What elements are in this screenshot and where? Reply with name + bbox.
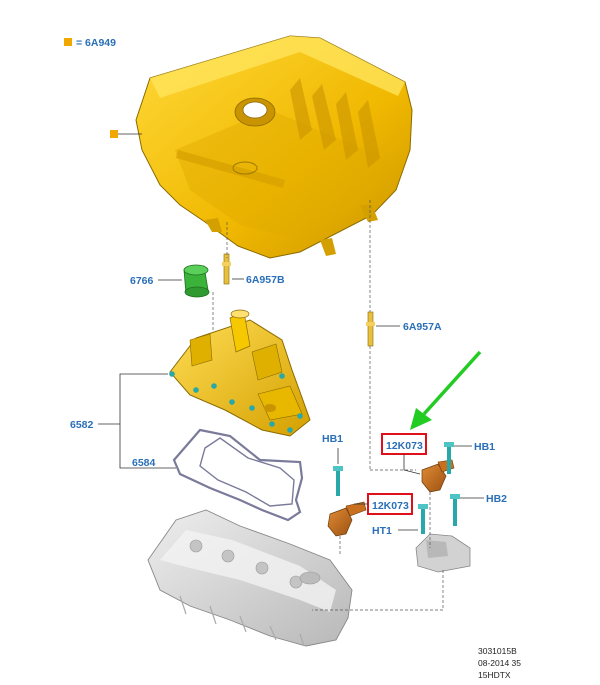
callout-12k073-mid: 12K073 xyxy=(354,493,413,515)
label-6584: 6584 xyxy=(132,457,156,469)
oil-filler-cap xyxy=(183,264,210,298)
cylinder-head xyxy=(147,509,353,647)
callout-12k073-top: 12K073 xyxy=(381,433,427,475)
legend-text: = 6A949 xyxy=(76,37,116,49)
label-ht1: HT1 xyxy=(372,525,392,537)
footer-ref: 3031015B 08-2014 35 15HDTX xyxy=(478,646,521,680)
stud-6a957a xyxy=(366,311,375,347)
sensor-bracket xyxy=(415,533,471,573)
label-6766: 6766 xyxy=(130,275,154,287)
footer-line1: 3031015B xyxy=(478,646,517,656)
label-12k073-mid: 12K073 xyxy=(372,500,409,512)
cam-cover-6582 xyxy=(169,309,311,437)
bolt-hb1-right xyxy=(444,442,454,474)
legend: = 6A949 xyxy=(64,37,116,49)
label-hb2: HB2 xyxy=(486,493,507,505)
gasket-6584 xyxy=(172,428,304,522)
cover-legend-marker xyxy=(110,130,118,138)
bolt-hb1-left xyxy=(333,466,343,496)
label-hb1-right: HB1 xyxy=(474,441,495,453)
green-arrow xyxy=(410,350,482,430)
label-hb1-left: HB1 xyxy=(322,433,343,445)
label-6582: 6582 xyxy=(70,419,94,431)
label-6a957a: 6A957A xyxy=(403,321,442,333)
cover-callout xyxy=(110,130,142,138)
footer-line2: 08-2014 35 xyxy=(478,658,521,668)
label-12k073-top: 12K073 xyxy=(386,440,423,452)
stud-ht1 xyxy=(418,504,428,534)
stud-6a957b xyxy=(222,253,231,285)
label-6a957b: 6A957B xyxy=(246,274,285,286)
legend-marker xyxy=(64,38,72,46)
cam-sensor-left xyxy=(327,501,367,537)
bolt-hb2 xyxy=(450,494,460,526)
footer-line3: 15HDTX xyxy=(478,670,511,680)
engine-cover xyxy=(135,35,413,259)
